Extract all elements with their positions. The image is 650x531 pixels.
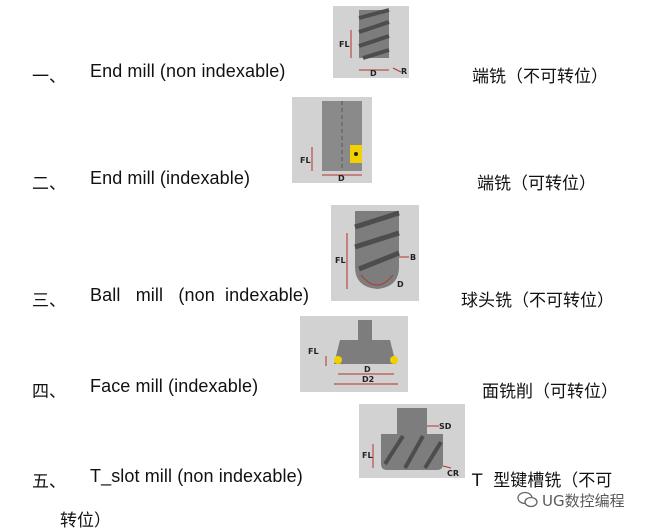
tool-name-en: End mill (indexable)	[90, 168, 251, 188]
dim-label: D	[397, 280, 404, 289]
dim-label: R	[401, 67, 407, 76]
tool-name-cn: 端铣（不可转位）	[472, 67, 608, 87]
dim-label: FL	[300, 156, 311, 165]
dim-label: B	[410, 253, 416, 262]
face-mill-figure: FL D D2	[300, 316, 408, 392]
dim-label: SD	[439, 422, 452, 431]
dim-label: FL	[308, 347, 319, 356]
tool-name-cn-continued: 转位）	[60, 511, 111, 531]
row-number: 四、	[32, 382, 66, 402]
tool-name-en: Ball mill (non indexable)	[90, 285, 310, 305]
end-mill-indexable-figure: FL D	[292, 97, 372, 183]
row-number: 二、	[32, 174, 66, 194]
dim-label: D	[364, 365, 371, 374]
tool-name-cn: 面铣削（可转位）	[482, 382, 618, 402]
tool-name-en: Face mill (indexable)	[90, 376, 259, 396]
row-number: 三、	[32, 291, 66, 311]
tool-name-en: T_slot mill (non indexable)	[90, 466, 303, 486]
t-slot-mill-figure: SD FL CR	[359, 404, 465, 478]
tool-name-cn: 端铣（可转位）	[477, 174, 596, 194]
row-number: 一、	[32, 67, 66, 87]
dim-label: CR	[447, 469, 459, 478]
dim-label: FL	[339, 40, 350, 49]
end-mill-non-indexable-figure: FL D R	[333, 6, 409, 78]
row-number: 五、	[32, 472, 66, 492]
dim-label: FL	[335, 256, 346, 265]
wechat-icon	[517, 491, 539, 514]
watermark-text: UG数控编程	[542, 492, 625, 510]
tool-name-cn: 球头铣（不可转位）	[461, 291, 614, 311]
tool-name-en: End mill (non indexable)	[90, 61, 286, 81]
dim-label: FL	[362, 451, 373, 460]
dim-label: D2	[362, 375, 374, 384]
dim-label: D	[338, 174, 345, 183]
tool-name-cn: T 型键槽铣（不可	[472, 471, 613, 491]
dim-label: D	[370, 69, 377, 78]
ball-mill-figure: FL B D	[331, 205, 419, 301]
